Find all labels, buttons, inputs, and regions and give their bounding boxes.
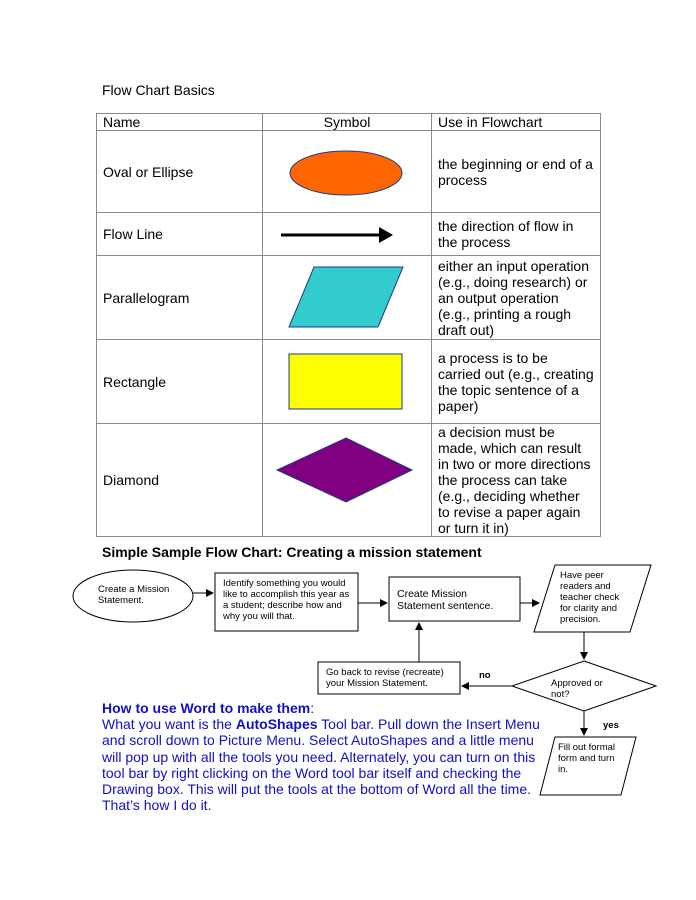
table-row: Flow Line the direction of flow in the p… [96,212,601,256]
row-use: a process is to be carried out (e.g., cr… [431,339,601,424]
row-symbol [262,255,432,340]
fill-out-parallelogram [539,736,637,796]
table-row: Parallelogram either an input operation … [96,255,601,340]
rectangle-icon [288,353,403,410]
yes-label: yes [603,720,619,731]
flowchart-symbols-table: Name Symbol Use in Flowchart Oval or Ell… [96,113,601,537]
table-header-row: Name Symbol Use in Flowchart [96,113,601,131]
peer-text: Have peer readers and teacher check for … [560,570,620,625]
row-use: the beginning or end of a process [431,130,601,213]
row-name: Rectangle [96,339,263,424]
revise-box [317,661,461,695]
row-name: Flow Line [96,212,263,256]
howto-heading: How to use Word to make them [102,700,311,716]
diamond-icon [275,436,414,503]
row-name: Parallelogram [96,255,263,340]
no-label: no [479,670,491,681]
decision-text: Approved or not? [551,678,603,700]
howto-text-1: What you want is the [102,716,236,733]
identify-box [214,572,359,632]
howto-colon: : [310,700,315,716]
howto-autoshapes: AutoShapes [235,716,318,733]
row-symbol [262,212,432,256]
start-text: Create a Mission Statement. [98,584,170,606]
table-row: Rectangle a process is to be carried out… [96,339,601,424]
page-title: Flow Chart Basics [102,82,215,98]
create-sentence-box [388,576,521,622]
row-name: Diamond [96,423,263,537]
start-oval [72,569,194,623]
header-use: Use in Flowchart [431,113,601,131]
row-use: the direction of flow in the process [431,212,601,256]
row-use: either an input operation (e.g., doing r… [431,255,601,340]
create-sentence-text: Create Mission Statement sentence. [397,588,494,612]
oval-icon [289,150,403,196]
arrow-right-icon [281,227,393,243]
row-symbol [262,339,432,424]
revise-text: Go back to revise (recreate) your Missio… [326,667,444,689]
flow-chart-title: Simple Sample Flow Chart: Creating a mis… [102,544,482,560]
parallelogram-icon [288,266,404,328]
fill-out-text: Fill out formal form and turn in. [558,742,616,775]
row-use: a decision must be made, which can resul… [431,423,601,537]
row-symbol [262,423,432,537]
header-symbol: Symbol [262,113,432,131]
identify-text: Identify something you would like to acc… [223,578,350,622]
table-row: Oval or Ellipse the beginning or end of … [96,130,601,213]
howto-text-2: Tool bar. Pull down the Insert Menu and … [102,716,540,814]
table-row: Diamond a decision must be made, which c… [96,423,601,537]
row-symbol [262,130,432,213]
how-to-section: How to use Word to make them: What you w… [102,700,542,813]
peer-parallelogram [533,564,652,633]
